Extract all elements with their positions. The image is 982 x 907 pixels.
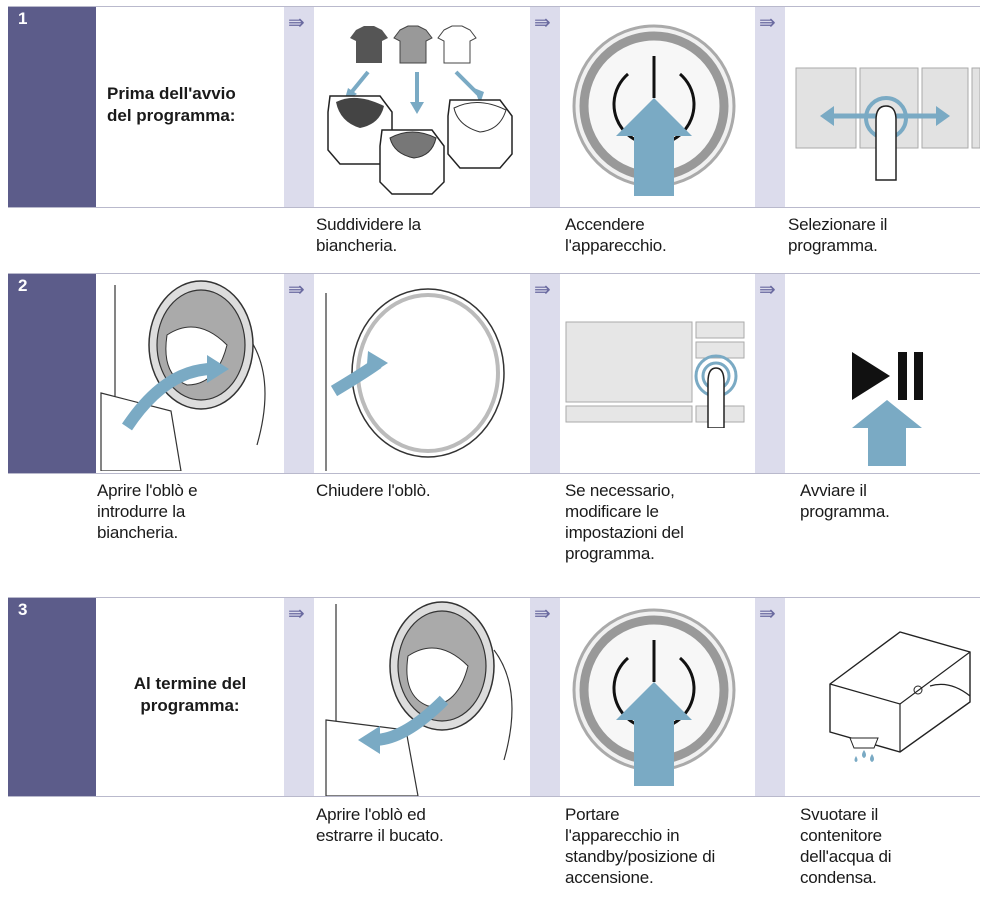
row-3-top-border: [8, 597, 980, 598]
section-heading: Al termine del programma:: [133, 674, 247, 715]
step-number: 1: [18, 9, 28, 28]
row-1-bottom-border: [8, 207, 980, 208]
row-2-bottom-border: [8, 473, 980, 474]
start-pause-icon: [842, 348, 932, 466]
step-caption: Avviare il programma.: [800, 481, 890, 521]
step-caption: Chiudere l'oblò.: [316, 481, 431, 500]
unload-laundry-icon: [318, 600, 526, 796]
next-arrow-icon: ⇛: [288, 279, 305, 301]
arrow-column: ⇛: [284, 7, 314, 207]
arrow-column: ⇛: [284, 598, 314, 796]
arrow-column: ⇛: [755, 598, 785, 796]
load-laundry-icon: [97, 275, 283, 471]
close-door-icon: [320, 277, 525, 471]
power-button-icon: [564, 16, 744, 198]
step-caption: Accendere l'apparecchio.: [565, 215, 667, 255]
row-3-bottom-border: [8, 796, 980, 797]
next-arrow-icon: ⇛: [759, 12, 776, 34]
row-3-number-column: 3: [8, 598, 96, 796]
step-caption: Se necessario, modificare le impostazion…: [565, 481, 684, 563]
power-button-icon: [564, 600, 744, 786]
next-arrow-icon: ⇛: [534, 603, 551, 625]
step-number: 2: [18, 276, 28, 295]
swipe-select-icon: [790, 16, 980, 198]
row-2-top-border: [8, 273, 980, 274]
step-number: 3: [18, 600, 28, 619]
next-arrow-icon: ⇛: [288, 603, 305, 625]
step-caption: Selezionare il programma.: [788, 215, 888, 255]
step-caption: Portare l'apparecchio in standby/posizio…: [565, 805, 716, 887]
arrow-column: ⇛: [530, 598, 560, 796]
row-2-number-column: 2: [8, 274, 96, 473]
step-caption: Aprire l'oblò e introdurre la biancheria…: [97, 481, 198, 542]
next-arrow-icon: ⇛: [534, 12, 551, 34]
arrow-column: ⇛: [284, 274, 314, 473]
step-caption: Aprire l'oblò ed estrarre il bucato.: [316, 805, 444, 845]
next-arrow-icon: ⇛: [288, 12, 305, 34]
next-arrow-icon: ⇛: [759, 603, 776, 625]
section-heading: Prima dell'avvio del programma:: [107, 84, 236, 125]
arrow-column: ⇛: [755, 7, 785, 207]
row-1-top-border: [8, 6, 980, 7]
next-arrow-icon: ⇛: [534, 279, 551, 301]
step-caption: Suddividere la biancheria.: [316, 215, 421, 255]
arrow-column: ⇛: [530, 7, 560, 207]
arrow-column: ⇛: [755, 274, 785, 473]
touch-display-icon: [562, 318, 748, 428]
step-caption: Svuotare il contenitore dell'acqua di co…: [800, 805, 892, 887]
sort-laundry-icon: [318, 16, 523, 196]
next-arrow-icon: ⇛: [759, 279, 776, 301]
empty-water-container-icon: [820, 612, 980, 762]
arrow-column: ⇛: [530, 274, 560, 473]
row-1-number-column: 1: [8, 7, 96, 207]
